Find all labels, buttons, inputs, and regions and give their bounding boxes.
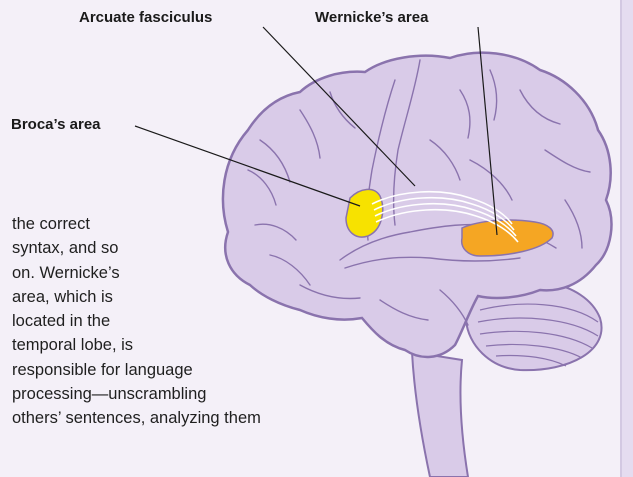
arcuate-fasciculus-label: Arcuate fasciculus — [79, 9, 212, 26]
wernicke-area-label: Wernicke’s area — [315, 9, 428, 26]
body-line: processing—unscrambling — [12, 382, 222, 406]
body-line: the correct — [12, 212, 222, 236]
body-line: on. Wernicke’s — [12, 261, 222, 285]
body-paragraph: the correct syntax, and so on. Wernicke’… — [12, 212, 222, 431]
broca-area-label: Broca’s area — [11, 116, 101, 133]
body-line: located in the — [12, 309, 222, 333]
body-line: temporal lobe, is — [12, 333, 222, 357]
body-line: others’ sentences, analyzing them — [12, 406, 222, 430]
body-line: area, which is — [12, 285, 222, 309]
body-line: responsible for language — [12, 358, 222, 382]
body-line: syntax, and so — [12, 236, 222, 260]
brain-stem — [412, 352, 468, 477]
